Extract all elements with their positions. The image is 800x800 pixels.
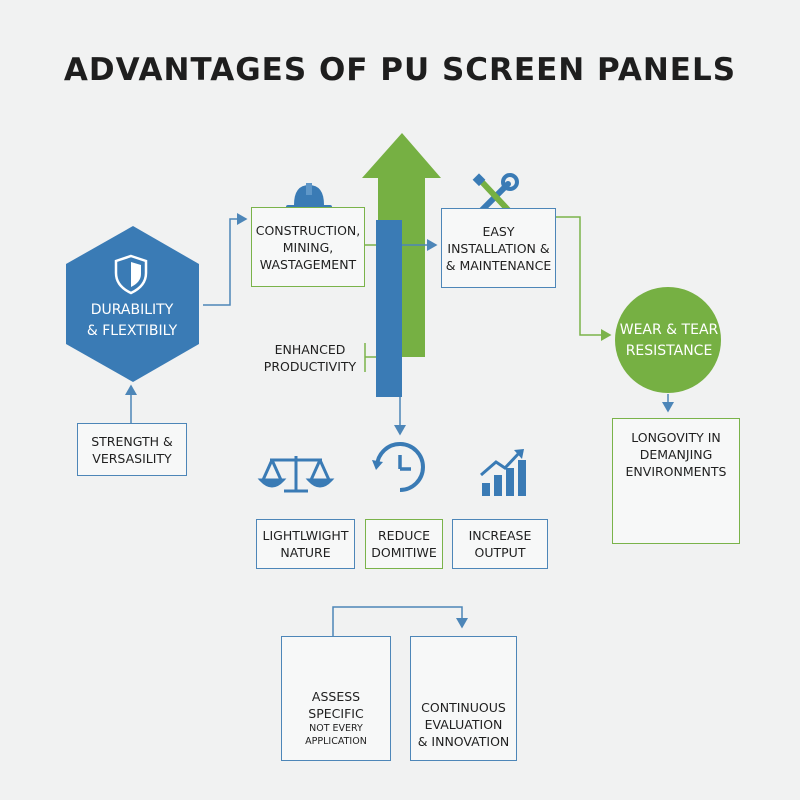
strength-versatility-box: STRENGTH & VERSASILITY	[77, 423, 187, 476]
construction-line-1: CONSTRUCTION,	[255, 222, 361, 238]
longevity-box: LONGOVITY IN DEMANJING ENVIRONMENTS	[612, 418, 740, 544]
lightweight-line-2: NATURE	[280, 545, 331, 560]
wrench-screwdriver-icon	[472, 173, 519, 215]
connector-hexagon-construction	[203, 213, 248, 306]
page-title: ADVANTAGES OF PU SCREEN PANELS	[63, 52, 737, 88]
lightweight-line-1: LIGHTLWIGHT	[262, 528, 349, 543]
enhanced-line-1: ENHANCED	[274, 342, 346, 357]
continuous-evaluation-box: CONTINUOUS EVALUATION & INNOVATION	[410, 636, 517, 761]
longevity-line-1: LONGOVITY IN	[631, 430, 721, 445]
longevity-line-3: ENVIRONMENTS	[625, 464, 727, 479]
durability-line-1: DURABILITY	[90, 302, 174, 318]
construction-mining-box: CONSTRUCTION, MINING, WASTAGEMENT	[251, 207, 365, 287]
strength-line-2: VERSASILITY	[92, 450, 172, 466]
assess-line-3: NOT EVERY APPLICATION	[305, 723, 367, 747]
continuous-line-2: EVALUATION	[424, 717, 503, 732]
assess-line-2: SPECIFIC	[308, 706, 364, 721]
increase-output-box: INCREASE OUTPUT	[452, 519, 548, 569]
durability-label: DURABILITY & FLEXTIBILY	[62, 300, 202, 342]
continuous-line-3: & INNOVATION	[417, 734, 510, 749]
shield-icon	[114, 254, 148, 295]
reduce-line-2: DOMITIWE	[371, 545, 437, 560]
strength-line-1: STRENGTH &	[91, 433, 173, 449]
construction-line-2: MINING,	[282, 239, 334, 255]
enhanced-productivity-label: ENHANCED PRODUCTIVITY	[256, 341, 364, 375]
wear-tear-circle	[615, 287, 721, 393]
increase-line-2: OUTPUT	[474, 545, 526, 560]
lightweight-box: LIGHTLWIGHT NATURE	[256, 519, 355, 569]
installation-line-1: EASY	[482, 223, 515, 239]
assess-line-1: ASSESS	[311, 689, 361, 704]
enhanced-line-2: PRODUCTIVITY	[263, 359, 357, 374]
connector-bottom	[332, 606, 468, 636]
longevity-line-2: DEMANJING	[639, 447, 713, 462]
installation-line-3: & MAINTENANCE	[445, 257, 552, 273]
clock-cycle-icon	[372, 442, 425, 492]
reduce-downtime-box: REDUCE DOMITIWE	[365, 519, 443, 569]
scale-icon	[257, 456, 335, 493]
connector-enhanced-bar	[364, 343, 376, 372]
increase-line-1: INCREASE	[468, 528, 532, 543]
reduce-line-1: REDUCE	[378, 528, 430, 543]
construction-line-3: WASTAGEMENT	[259, 256, 357, 272]
wear-line-2: RESISTANCE	[625, 343, 713, 359]
bar-chart-arrow-icon	[480, 449, 526, 496]
wear-tear-label: WEAR & TEAR RESISTANCE	[614, 320, 724, 362]
wear-line-1: WEAR & TEAR	[619, 322, 719, 338]
durability-line-2: & FLEXTIBILY	[86, 323, 178, 339]
installation-maintenance-box: EASY INSTALLATION & & MAINTENANCE	[441, 208, 556, 288]
durability-hexagon	[66, 226, 199, 382]
continuous-line-1: CONTINUOUS	[421, 700, 506, 715]
blue-bar	[376, 220, 402, 397]
assess-specific-box: ASSESS SPECIFIC NOT EVERY APPLICATION	[281, 636, 391, 761]
installation-line-2: INSTALLATION &	[447, 240, 550, 256]
connector-installation-circle	[556, 216, 612, 341]
